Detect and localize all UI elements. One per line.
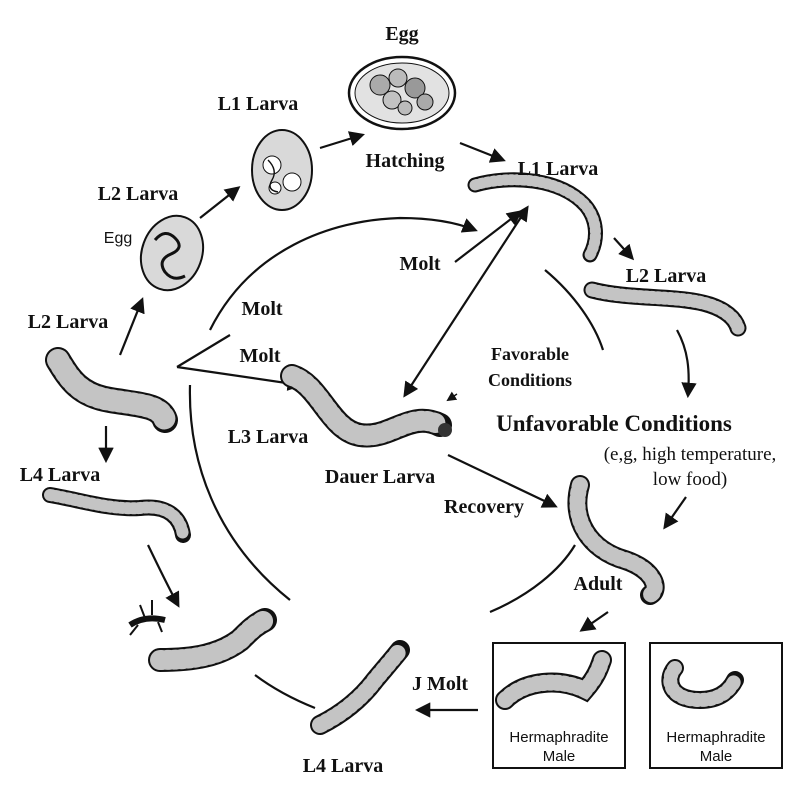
label-l1-larva-right: L1 Larva [518,158,599,180]
egg-top-illustration [347,55,457,131]
arrow-molt-l1 [454,210,523,263]
cycle-arc-right-lower [489,544,576,614]
cycle-arc-top-right [544,269,605,351]
label-molt-2: Molt [239,345,280,367]
flow-arrows [98,131,697,718]
label-egg-small: Egg [104,230,132,247]
worm-l4-middle [148,608,277,672]
worm-dauer [280,364,452,448]
label-l2-larva-right: L2 Larva [626,265,707,287]
label-adult: Adult [574,573,623,595]
label-box2-line1: Hermaphradite [666,729,765,746]
label-unfavorable-title: Unfavorable Conditions [496,411,732,436]
worm-l2-right [583,281,747,337]
label-box1-line1: Hermaphradite [509,729,608,746]
worm-l4-left [42,487,191,543]
label-l4-larva-left: L4 Larva [20,464,101,486]
small-larva-bottom-left [128,600,166,636]
cycle-arc-bottom-left [254,674,316,710]
label-box1-line2: Male [543,748,576,765]
label-unfavorable-line1: (e,g, high temperature, [604,444,777,465]
label-molt-1: Molt [241,298,282,320]
label-l2-larva-left: L2 Larva [28,311,109,333]
cycle-arc-left [188,384,291,601]
label-favorable-line1: Favorable [491,344,569,364]
label-l2-larva-egg: L2 Larva [98,183,179,205]
label-unfavorable-line2: low food) [653,469,727,490]
worm-l1-right [467,172,603,263]
egg-l1-illustration [251,129,313,211]
label-l1-larva-top: L1 Larva [218,93,299,115]
label-favorable-line2: Conditions [488,370,572,390]
label-hatching: Hatching [366,150,445,172]
egg-l2-illustration [139,214,205,292]
arrow-l1-dauer [403,205,529,398]
label-recovery: Recovery [444,496,524,518]
label-dauer-larva: Dauer Larva [325,466,435,488]
box-hermaphrodite-2 [649,642,783,769]
box-hermaphrodite-1 [492,642,626,769]
label-box2-line2: Male [700,748,733,765]
label-l3-larva: L3 Larva [228,426,309,448]
label-molt-center: Molt [399,253,440,275]
label-egg-top: Egg [385,23,418,45]
label-j-molt: J Molt [412,673,468,695]
worm-l4-bottom [310,640,410,735]
label-l4-larva-bottom: L4 Larva [303,755,384,777]
worm-l2-left [45,347,178,433]
worm-adult [567,475,665,605]
molt-lines [176,334,304,391]
